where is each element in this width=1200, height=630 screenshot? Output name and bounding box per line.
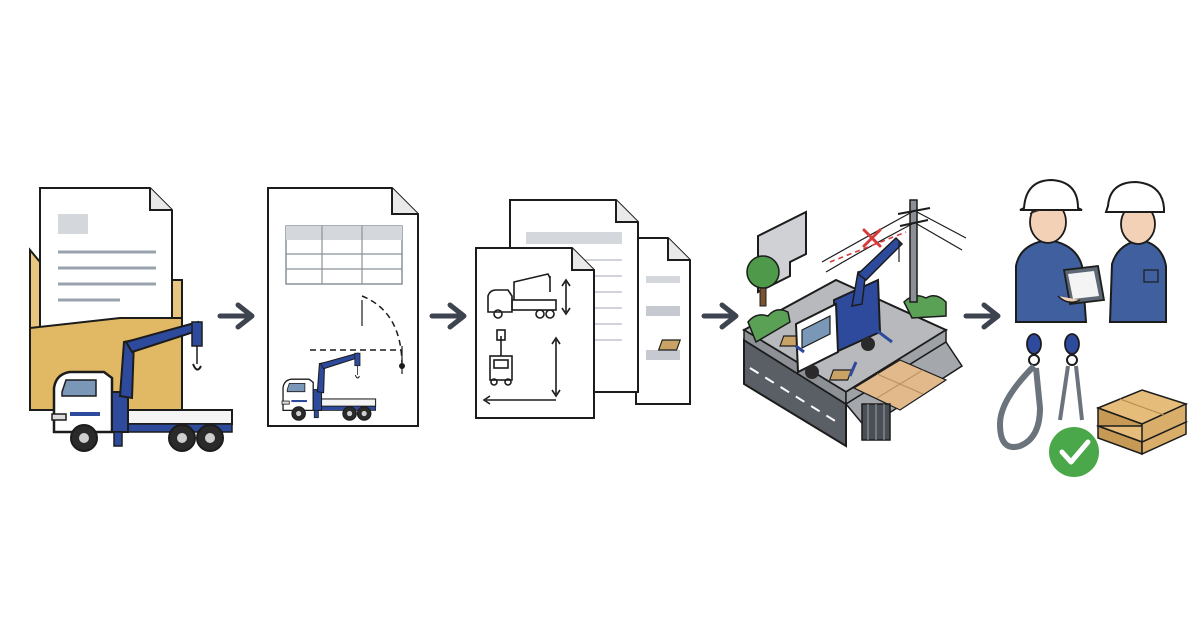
arrow-1 (220, 305, 252, 327)
step-spec-sheet (267, 187, 419, 427)
spec-sheet-reach-chart-icon (267, 187, 419, 427)
step-dimension-drawings (475, 199, 691, 419)
arrow-2 (432, 305, 464, 327)
step-documents (29, 187, 234, 453)
workers-equipment-check-icon (996, 178, 1189, 477)
step-site-plan (657, 199, 967, 448)
arrow-3 (704, 305, 736, 327)
site-layout-icon (657, 199, 967, 448)
check-mark-icon (1049, 427, 1099, 477)
step-safety-check (996, 178, 1189, 477)
worker-icon (1104, 180, 1167, 323)
arrow-4 (966, 305, 998, 327)
folder-documents-truck-icon (29, 187, 234, 453)
lifting-slings-icon (996, 333, 1084, 450)
dimension-drawings-icon (475, 199, 691, 419)
worker-with-clipboard-icon (1015, 178, 1106, 323)
wooden-blocks-icon (1095, 389, 1189, 456)
